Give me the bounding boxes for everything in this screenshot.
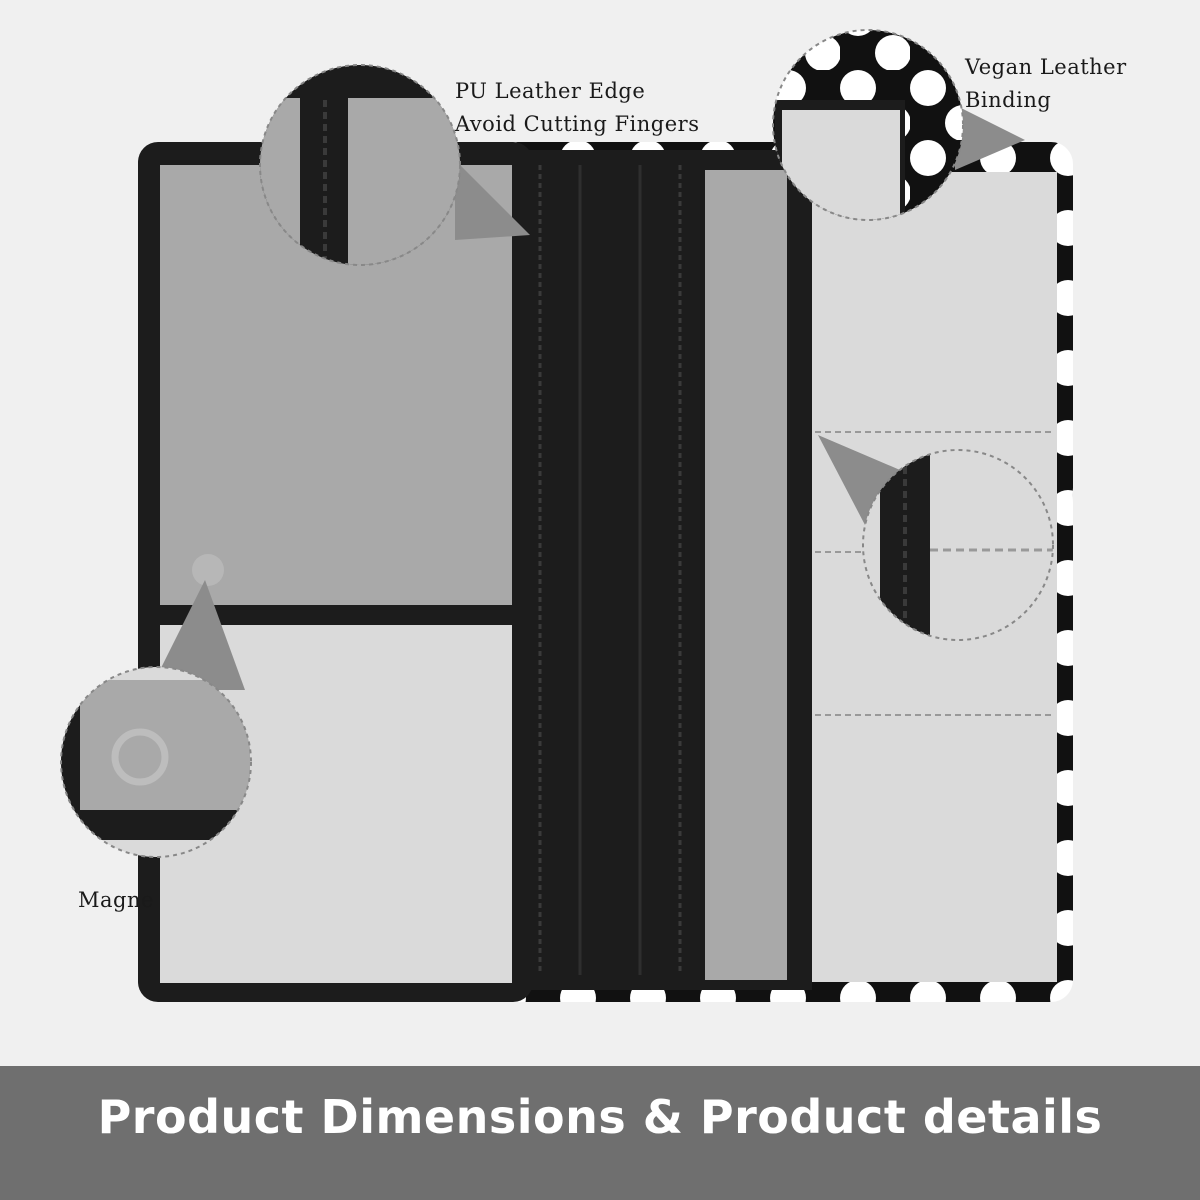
magnet-button <box>192 554 224 586</box>
banner-title: Product Dimensions & Product details <box>97 1090 1103 1144</box>
callout-pu-edge-line2: Avoid Cutting Fingers <box>455 112 700 136</box>
callout-vegan-line2: Binding <box>965 88 1052 112</box>
zoom-circle-magnet <box>61 667 251 857</box>
bottom-banner <box>0 1066 1200 1200</box>
callout-vegan-binding: Vegan Leather Binding <box>965 51 1127 117</box>
left-pocket-divider <box>160 605 512 625</box>
callout-magnet-label: Magne <box>78 888 154 912</box>
pen-slot <box>705 170 787 980</box>
callout-pu-edge-line1: PU Leather Edge <box>455 79 646 103</box>
callout-beam-binding <box>955 105 1025 170</box>
callout-beam-magnet <box>150 580 245 690</box>
callout-beam-edge <box>455 160 530 240</box>
callout-pu-leather-edge: PU Leather Edge Avoid Cutting Fingers <box>455 75 699 141</box>
zoom-circle-pu-edge <box>260 65 460 265</box>
callout-vegan-line1: Vegan Leather <box>965 55 1127 79</box>
callout-magnet: Magne <box>78 884 154 917</box>
callout-beam-stitch <box>818 435 900 525</box>
